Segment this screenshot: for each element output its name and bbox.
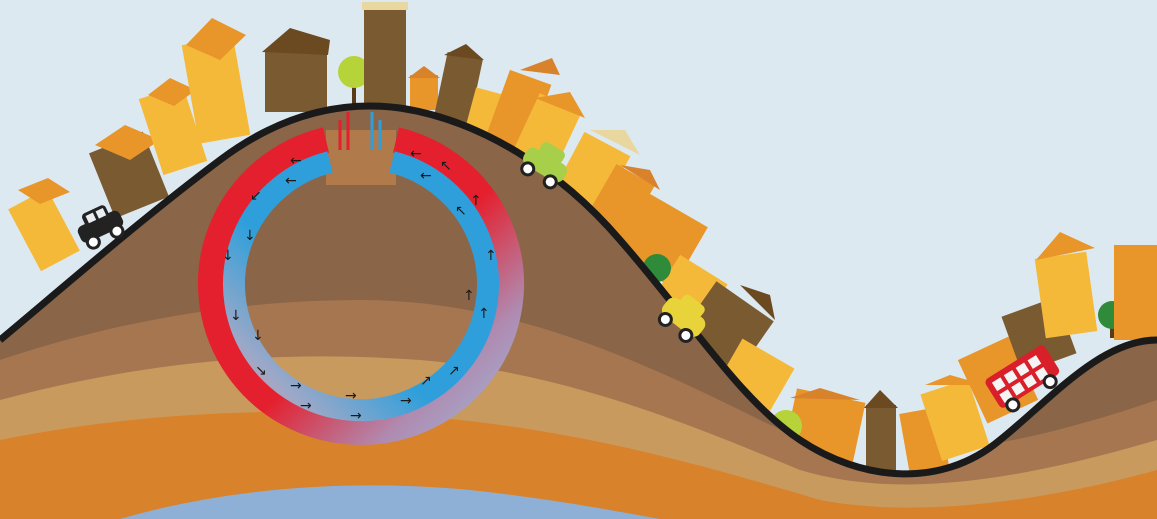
svg-text:←: ← bbox=[290, 153, 302, 169]
svg-text:→: → bbox=[400, 393, 412, 409]
svg-text:→: → bbox=[300, 398, 312, 414]
svg-text:→: → bbox=[350, 408, 362, 424]
svg-text:↑: ↑ bbox=[470, 193, 482, 209]
svg-text:→: → bbox=[345, 388, 357, 404]
building-icon bbox=[1114, 245, 1157, 340]
building-icon bbox=[362, 2, 408, 108]
svg-text:↖: ↖ bbox=[455, 203, 467, 219]
svg-text:↓: ↓ bbox=[244, 228, 256, 244]
svg-text:↑: ↑ bbox=[478, 306, 490, 322]
heat-pump-house bbox=[326, 130, 396, 185]
svg-text:↙: ↙ bbox=[250, 188, 262, 204]
svg-text:→: → bbox=[290, 378, 302, 394]
svg-text:↓: ↓ bbox=[230, 308, 242, 324]
svg-text:↗: ↗ bbox=[448, 363, 460, 379]
svg-text:↑: ↑ bbox=[485, 248, 497, 264]
svg-text:↖: ↖ bbox=[440, 158, 452, 174]
svg-text:↓: ↓ bbox=[222, 248, 234, 264]
svg-text:↑: ↑ bbox=[463, 288, 475, 304]
svg-text:↓: ↓ bbox=[252, 328, 264, 344]
svg-text:←: ← bbox=[285, 173, 297, 189]
svg-text:←: ← bbox=[420, 168, 432, 184]
svg-text:↗: ↗ bbox=[420, 373, 432, 389]
svg-text:←: ← bbox=[410, 146, 422, 162]
svg-text:↘: ↘ bbox=[255, 363, 267, 379]
